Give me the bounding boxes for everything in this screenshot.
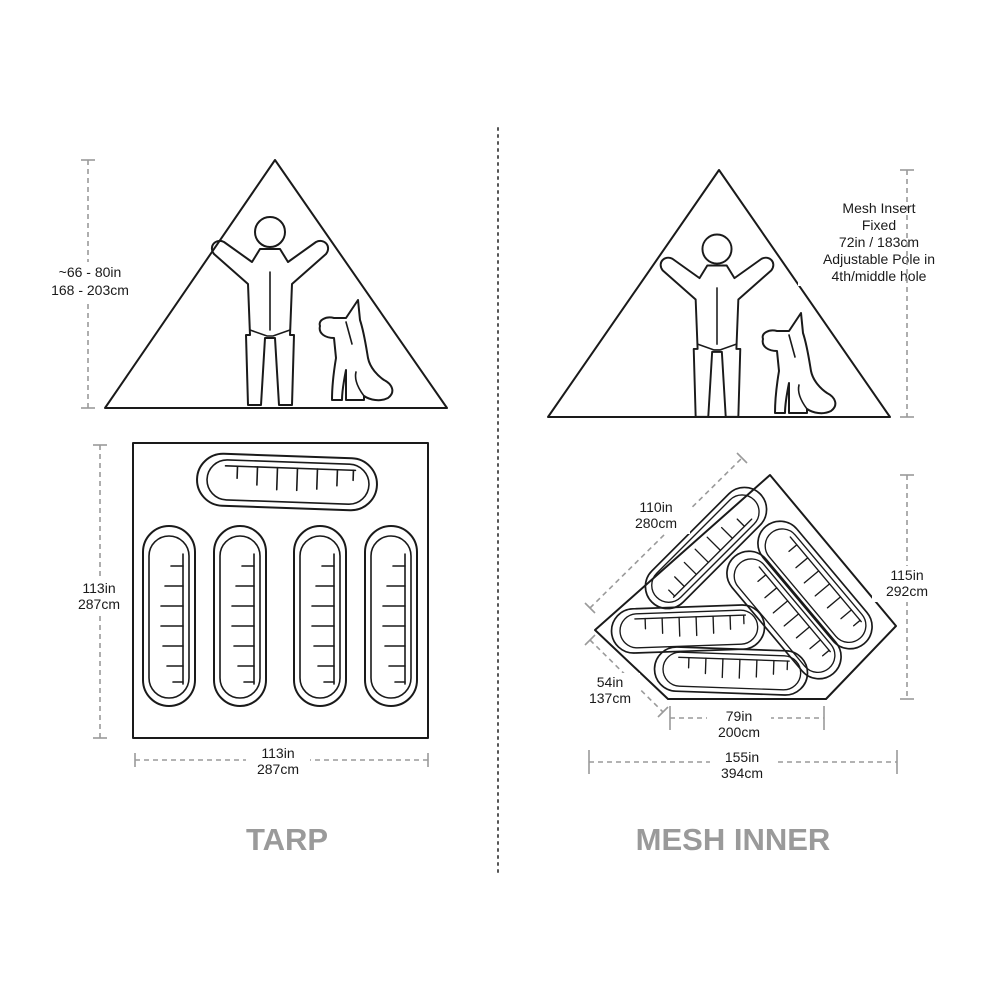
- tarp-triangle-outline: [104, 159, 448, 409]
- mesh-inner-diagram: Mesh Insert Fixed 72in / 183cm Adjustabl…: [547, 169, 966, 857]
- mesh-side-label-metric: 292cm: [886, 583, 928, 599]
- tarp-diagram: ~66 - 80in 168 - 203cm 113in 287cm 113in…: [40, 159, 448, 857]
- mesh-triangle-outline: [547, 169, 891, 418]
- mesh-overall-label: 155in: [725, 749, 759, 765]
- tarp-width-label: 113in: [261, 745, 294, 761]
- tarp-height-label: ~66 - 80in: [59, 264, 122, 280]
- mesh-note-line: 4th/middle hole: [832, 268, 927, 284]
- mesh-floor-outline: [594, 474, 897, 700]
- mesh-overall-label-metric: 394cm: [721, 765, 763, 781]
- mesh-door-label-metric: 200cm: [718, 724, 760, 740]
- sleeping-bag-icon: [195, 451, 379, 513]
- tarp-width-label-metric: 287cm: [257, 761, 299, 777]
- mesh-title: MESH INNER: [636, 822, 831, 857]
- mesh-note-line: Fixed: [862, 217, 896, 233]
- sleeping-bag-icon: [142, 525, 196, 707]
- tarp-floor-outline: [132, 442, 429, 739]
- mesh-short-label: 54in: [597, 674, 623, 690]
- tarp-title: TARP: [246, 822, 328, 857]
- sleeping-bag-icon: [213, 525, 267, 707]
- person-arms-up-icon: [659, 233, 775, 418]
- mesh-note-line: Adjustable Pole in: [823, 251, 935, 267]
- mesh-side-label: 115in: [890, 567, 923, 583]
- sleeping-bag-icon: [652, 645, 810, 697]
- mesh-note-line: 72in / 183cm: [839, 234, 919, 250]
- sitting-dog-icon: [761, 312, 837, 415]
- mesh-diagonal-label: 110in: [639, 499, 672, 515]
- sleeping-bag-icon: [609, 603, 767, 655]
- sleeping-bag-icon: [364, 525, 418, 707]
- tarp-depth-label: 113in: [82, 580, 115, 596]
- mesh-note-line: Mesh Insert: [842, 200, 915, 216]
- mesh-short-label-metric: 137cm: [589, 690, 631, 706]
- mesh-diagonal-label-metric: 280cm: [635, 515, 677, 531]
- sleeping-bag-icon: [293, 525, 347, 707]
- person-arms-up-icon: [210, 216, 330, 406]
- mesh-door-label: 79in: [726, 708, 752, 724]
- tarp-depth-label-metric: 287cm: [78, 596, 120, 612]
- tarp-height-label-metric: 168 - 203cm: [51, 282, 129, 298]
